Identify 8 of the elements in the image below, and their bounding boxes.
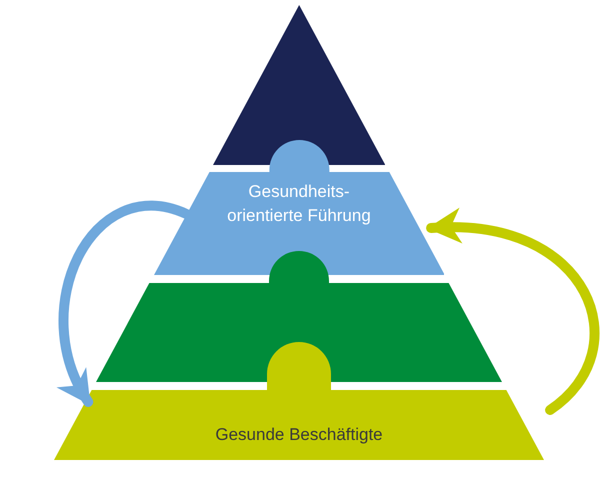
- pyramid-level: [96, 251, 502, 382]
- level-label: Gesunde Beschäftigte: [215, 424, 383, 446]
- pyramid-level: [154, 140, 444, 275]
- curved-arrow: [58, 201, 192, 407]
- level-label: Gesundheits- orientierte Führung: [226, 181, 372, 227]
- curved-arrow: [426, 210, 600, 415]
- pyramid-top-triangle: [212, 5, 386, 165]
- pyramid-base-level: [54, 342, 544, 460]
